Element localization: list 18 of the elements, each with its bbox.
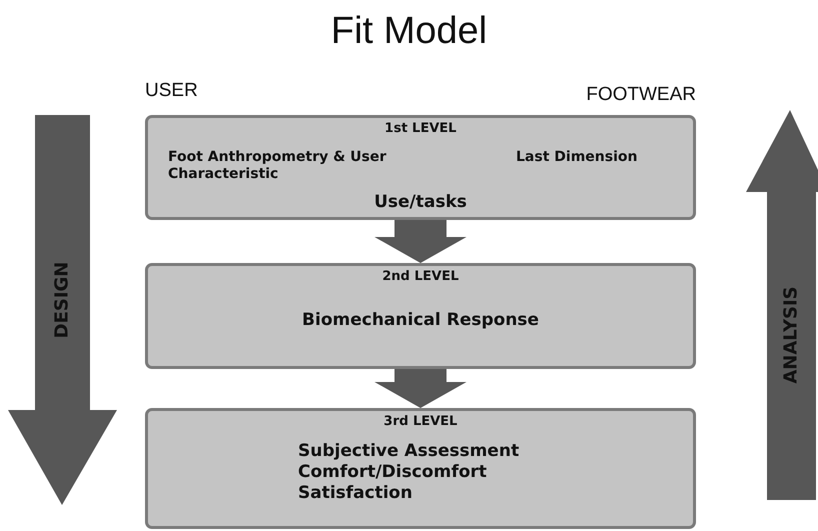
block-arrow	[374, 220, 466, 263]
box-text: Use/tasks	[373, 192, 468, 212]
box-text: Last Dimension	[516, 149, 638, 166]
box-text: Foot Anthropometry & User Characteristic	[168, 149, 388, 183]
box-text: Subjective Assessment Comfort/Discomfort Satisfaction	[298, 441, 520, 504]
block-arrow	[374, 369, 466, 408]
arrow-label: ANALYSIS	[780, 286, 802, 384]
column-heading: USER	[145, 80, 198, 102]
level-box	[145, 115, 696, 220]
level-heading: 2nd LEVEL	[381, 269, 460, 285]
level-box	[145, 408, 696, 529]
level-box	[145, 263, 696, 369]
level-heading: 3rd LEVEL	[382, 414, 458, 430]
level-heading: 1st LEVEL	[384, 121, 458, 137]
column-heading: FOOTWEAR	[586, 84, 696, 106]
box-text: Biomechanical Response	[301, 310, 540, 330]
title: Fit Model	[330, 10, 488, 53]
arrow-label: DESIGN	[52, 262, 72, 338]
